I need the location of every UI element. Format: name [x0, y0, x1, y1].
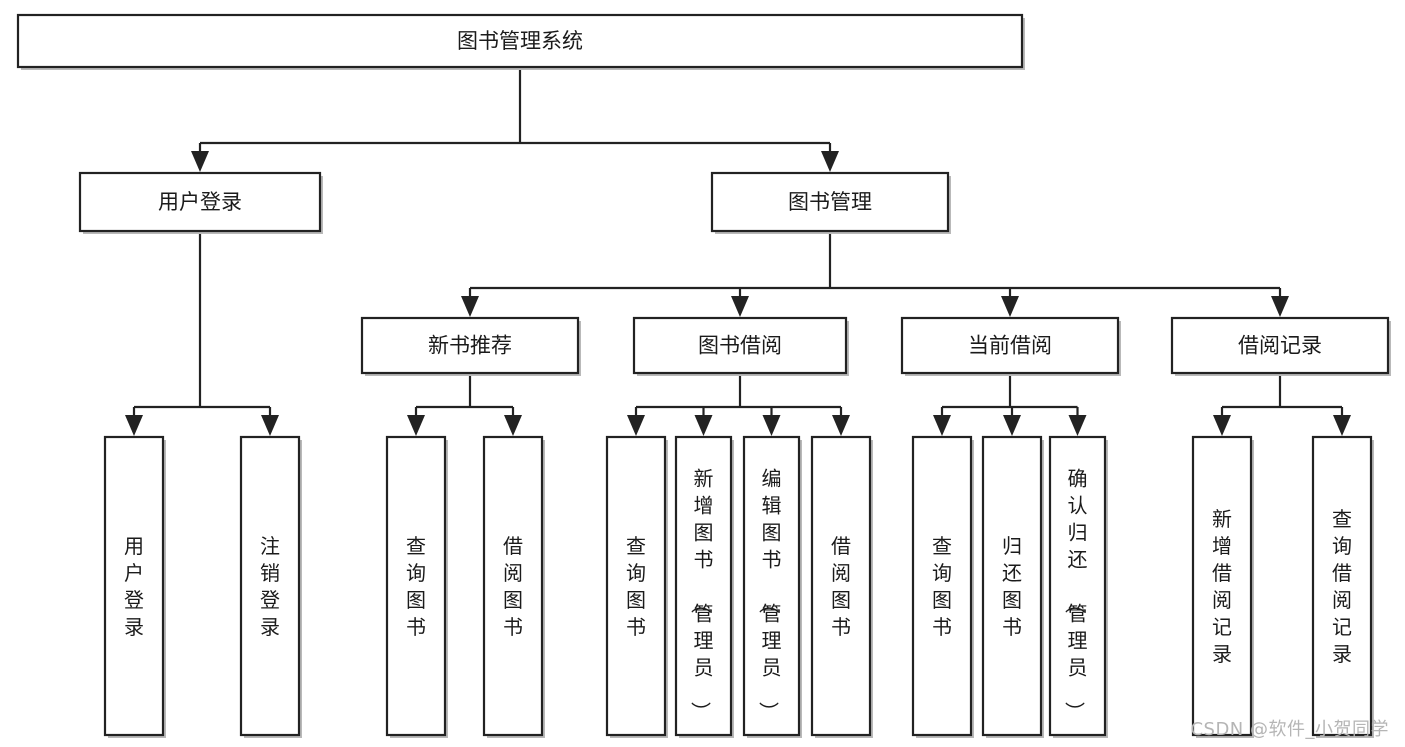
node-rect[interactable]	[810, 435, 872, 737]
node-label: 用户登录	[158, 190, 242, 214]
node-rect[interactable]	[385, 435, 447, 737]
node-rect[interactable]	[981, 435, 1043, 737]
edge-group-book-manage	[461, 231, 1289, 317]
node-label: 查询图书	[932, 534, 952, 639]
node-rect[interactable]	[632, 316, 848, 375]
node-borrow-record[interactable]: 借阅记录	[1170, 316, 1391, 376]
node-leaf-query-book-1[interactable]: 查询图书	[385, 435, 448, 738]
node-root[interactable]: 图书管理系统	[16, 13, 1025, 70]
node-rect[interactable]	[1311, 435, 1373, 737]
node-leaf-confirm-return[interactable]: 确认归还（管理员）	[1048, 435, 1108, 738]
node-label: 注销登录	[260, 534, 280, 639]
node-rect[interactable]	[605, 435, 667, 737]
node-label: 新书推荐	[428, 334, 512, 358]
node-label: 归还图书	[1002, 534, 1022, 639]
node-leaf-add-record[interactable]: 新增借阅记录	[1191, 435, 1254, 738]
node-leaf-edit-book[interactable]: 编辑图书（管理员）	[742, 435, 802, 738]
node-label: 编辑图书（管理员）	[757, 467, 782, 722]
node-leaf-return-book[interactable]: 归还图书	[981, 435, 1044, 738]
node-label: 图书借阅	[698, 334, 782, 358]
node-rect[interactable]	[900, 316, 1120, 375]
edge-group-borrow-record	[1213, 373, 1351, 436]
node-book-borrow[interactable]: 图书借阅	[632, 316, 849, 376]
node-label: 查询图书	[626, 534, 646, 639]
node-label: 新增图书（管理员）	[689, 467, 714, 722]
node-leaf-logout[interactable]: 注销登录	[239, 435, 302, 738]
node-user-login[interactable]: 用户登录	[78, 171, 323, 234]
node-rect[interactable]	[1048, 435, 1107, 737]
node-leaf-add-book[interactable]: 新增图书（管理员）	[674, 435, 734, 738]
node-label: 查询借阅记录	[1332, 507, 1352, 666]
node-leaf-borrow-book-1[interactable]: 借阅图书	[482, 435, 545, 738]
node-new-book-rec[interactable]: 新书推荐	[360, 316, 581, 376]
nodes-layer: 图书管理系统用户登录图书管理新书推荐图书借阅当前借阅借阅记录用户登录注销登录查询…	[16, 13, 1391, 738]
node-rect[interactable]	[360, 316, 580, 375]
node-label: 图书管理系统	[457, 29, 583, 53]
node-rect[interactable]	[103, 435, 165, 737]
edge-group-new-book-rec	[407, 373, 522, 436]
node-label: 借阅图书	[831, 534, 851, 639]
node-leaf-user-login[interactable]: 用户登录	[103, 435, 166, 738]
node-label: 借阅图书	[503, 534, 523, 639]
node-leaf-borrow-book-2[interactable]: 借阅图书	[810, 435, 873, 738]
node-label: 新增借阅记录	[1212, 507, 1232, 666]
node-rect[interactable]	[911, 435, 973, 737]
node-rect[interactable]	[482, 435, 544, 737]
node-current-borrow[interactable]: 当前借阅	[900, 316, 1121, 376]
edges-layer	[125, 67, 1351, 436]
edge-group-root	[191, 67, 839, 172]
node-rect[interactable]	[1170, 316, 1390, 375]
node-label: 借阅记录	[1238, 334, 1322, 358]
node-rect[interactable]	[78, 171, 322, 233]
node-label: 用户登录	[124, 534, 144, 639]
node-label: 图书管理	[788, 190, 872, 214]
edge-group-user-login	[125, 231, 279, 436]
node-leaf-query-book-2[interactable]: 查询图书	[605, 435, 668, 738]
node-label: 当前借阅	[968, 334, 1052, 358]
node-leaf-query-book-3[interactable]: 查询图书	[911, 435, 974, 738]
node-rect[interactable]	[239, 435, 301, 737]
node-label: 查询图书	[406, 534, 426, 639]
node-rect[interactable]	[674, 435, 733, 737]
node-rect[interactable]	[710, 171, 950, 233]
edge-group-current-borrow	[933, 373, 1087, 436]
node-leaf-query-record[interactable]: 查询借阅记录	[1311, 435, 1374, 738]
node-rect[interactable]	[1191, 435, 1253, 737]
node-rect[interactable]	[742, 435, 801, 737]
node-book-manage[interactable]: 图书管理	[710, 171, 951, 234]
node-rect[interactable]	[16, 13, 1024, 69]
edge-group-book-borrow	[627, 373, 850, 436]
node-label: 确认归还（管理员）	[1063, 467, 1088, 722]
